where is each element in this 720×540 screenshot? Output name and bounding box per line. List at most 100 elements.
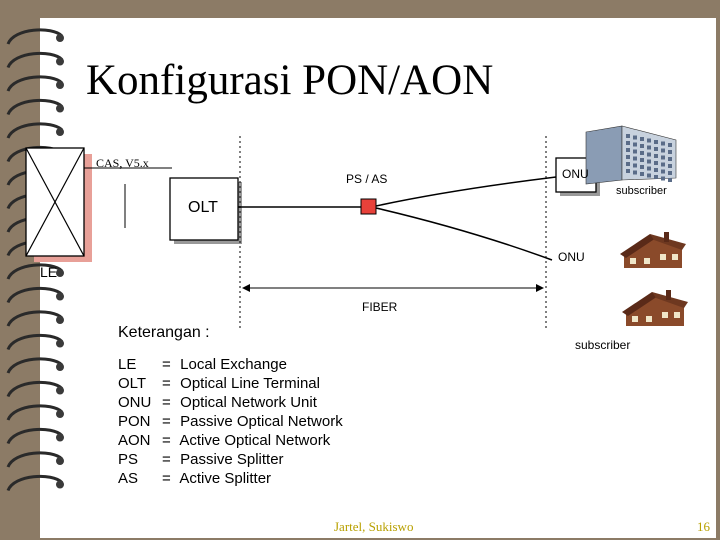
legend-meaning: Active Optical Network bbox=[179, 432, 331, 449]
footer-author: Jartel, Sukiswo bbox=[334, 519, 414, 534]
building-window bbox=[654, 154, 658, 158]
spiral-hole bbox=[56, 57, 64, 66]
building-window bbox=[633, 163, 637, 168]
spiral-ring bbox=[6, 286, 64, 304]
slide-page bbox=[40, 18, 716, 538]
spiral-hole bbox=[56, 410, 64, 418]
legend-item: AON= Active Optical Network bbox=[118, 431, 343, 450]
onu-top-label: ONU bbox=[562, 167, 589, 181]
legend-item: AS = Active Splitter bbox=[118, 469, 343, 488]
spiral-hole bbox=[56, 433, 64, 442]
fiber-arrow-right bbox=[536, 284, 544, 292]
legend-item: PS = Passive Splitter bbox=[118, 450, 343, 469]
legend-meaning: Local Exchange bbox=[180, 356, 287, 373]
legend-meaning: Active Splitter bbox=[179, 470, 272, 487]
spiral-ring bbox=[6, 51, 64, 69]
building-window bbox=[668, 164, 672, 168]
building-window bbox=[661, 155, 665, 160]
building-window bbox=[661, 176, 665, 181]
spiral-ring bbox=[6, 357, 64, 374]
legend-meaning: Optical Network Unit bbox=[180, 394, 317, 411]
legend-abbr: PON bbox=[118, 413, 151, 430]
house-icon bbox=[622, 290, 688, 326]
building-window bbox=[633, 135, 637, 140]
legend-item: LE = Local Exchange bbox=[118, 355, 343, 374]
building-window bbox=[626, 141, 630, 145]
building-window bbox=[640, 151, 644, 155]
legend-abbr: ONU bbox=[118, 394, 152, 411]
spiral-ring bbox=[6, 474, 64, 492]
spiral-hole bbox=[56, 457, 64, 465]
spiral-hole bbox=[56, 292, 64, 301]
spiral-hole bbox=[56, 34, 64, 42]
olt-label: OLT bbox=[188, 199, 218, 216]
spiral-hole bbox=[56, 269, 64, 277]
legend-meaning: Optical Line Terminal bbox=[180, 375, 320, 392]
cas-label: CAS, V5.x bbox=[96, 156, 149, 170]
le-cross-line bbox=[25, 147, 85, 257]
legend-item: PON= Passive Optical Network bbox=[118, 412, 343, 431]
building-window bbox=[640, 158, 644, 162]
spiral-hole bbox=[56, 81, 64, 89]
legend-meaning: Passive Splitter bbox=[180, 451, 284, 468]
legend-item: ONU= Optical Network Unit bbox=[118, 393, 343, 412]
spiral-hole bbox=[56, 128, 64, 136]
onu-mid-label: ONU bbox=[558, 250, 585, 264]
building-window bbox=[633, 156, 637, 161]
legend-eq: = bbox=[162, 451, 171, 468]
spiral-hole bbox=[56, 316, 64, 324]
slide-title: Konfigurasi PON/AON bbox=[86, 57, 494, 104]
spiral-ring bbox=[6, 451, 64, 468]
legend-abbr: AS bbox=[118, 470, 139, 487]
building-window bbox=[654, 161, 658, 165]
building-window bbox=[640, 144, 644, 148]
legend-eq: = bbox=[162, 470, 171, 487]
legend-eq: = bbox=[162, 375, 171, 392]
building-window bbox=[633, 142, 637, 147]
legend-abbr: LE bbox=[118, 356, 137, 373]
fiber-arrow-left bbox=[242, 284, 250, 292]
building-window bbox=[647, 159, 651, 164]
spiral-ring bbox=[6, 122, 64, 139]
building-window bbox=[626, 134, 630, 138]
office-building-icon bbox=[585, 125, 677, 185]
spiral-ring bbox=[6, 333, 64, 351]
ps-as-label: PS / AS bbox=[346, 172, 388, 186]
building-window bbox=[633, 149, 637, 154]
building-window bbox=[626, 162, 630, 166]
fiber-branch-top bbox=[375, 176, 557, 207]
spiral-hole bbox=[56, 363, 64, 371]
building-window bbox=[647, 173, 651, 178]
spiral-hole bbox=[56, 339, 64, 348]
spiral-ring bbox=[6, 380, 64, 398]
legend-abbr: PS bbox=[118, 451, 139, 468]
building-window bbox=[654, 168, 658, 172]
page-number: 16 bbox=[697, 519, 710, 534]
legend-eq: = bbox=[162, 356, 171, 373]
building-window bbox=[633, 170, 637, 175]
building-window bbox=[668, 178, 672, 182]
building-window bbox=[654, 147, 658, 151]
legend-list: LE = Local Exchange OLT = Optical Line Ter… bbox=[118, 355, 343, 488]
spiral-ring bbox=[6, 75, 64, 92]
building-window bbox=[626, 148, 630, 152]
spiral-ring bbox=[6, 98, 64, 116]
building-window bbox=[640, 137, 644, 141]
building-window bbox=[668, 157, 672, 161]
legend-abbr: OLT bbox=[118, 375, 147, 392]
passive-splitter bbox=[360, 198, 377, 215]
building-window bbox=[661, 141, 665, 146]
building-window bbox=[626, 169, 630, 173]
fiber-branch-bottom bbox=[375, 207, 553, 261]
building-window bbox=[654, 140, 658, 144]
legend-item: OLT = Optical Line Terminal bbox=[118, 374, 343, 393]
fiber-label: FIBER bbox=[362, 300, 398, 314]
spiral-ring bbox=[6, 28, 64, 45]
building-window bbox=[647, 166, 651, 171]
subscriber-bottom-label: subscriber bbox=[575, 338, 631, 352]
building-window bbox=[668, 171, 672, 175]
house-icon bbox=[620, 232, 686, 268]
spiral-ring bbox=[6, 263, 64, 280]
building-window bbox=[647, 152, 651, 157]
